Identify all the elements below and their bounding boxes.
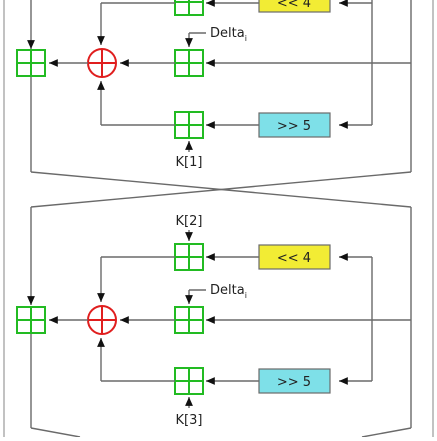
round-1: << 4 Deltai [16,0,412,172]
half-swap-crossover [30,171,412,208]
key-adder-bottom-2 [174,367,204,395]
left-adder-2 [16,306,46,334]
delta-label: Deltai [210,26,247,43]
shift-right-label-2: >> 5 [277,375,311,390]
next-cross-line-2 [361,427,412,438]
shift-right-box [258,112,331,138]
shift-left-label: << 4 [277,0,311,11]
left-adder [16,49,46,77]
shift-left-box-2 [258,244,331,270]
key-top-label-2: K[2] [176,214,203,229]
delta-adder-2 [174,306,204,334]
next-cross-line-1 [30,427,81,438]
shift-right-label: >> 5 [277,119,311,134]
xor-operator [87,48,117,78]
shift-left-label-2: << 4 [277,251,311,266]
xor-operator-2 [87,305,117,335]
round-2: K[2] << 4 Deltai [16,207,412,438]
delta-label-2: Deltai [210,283,247,300]
key-bottom-label: K[1] [176,155,203,170]
key-adder-top [174,0,204,16]
cross-line-2 [30,171,412,208]
shift-left-box [258,0,331,13]
key-bottom-label-2: K[3] [176,413,203,428]
key-adder-bottom [174,111,204,139]
key-adder-top-2 [174,243,204,271]
delta-adder [174,49,204,77]
